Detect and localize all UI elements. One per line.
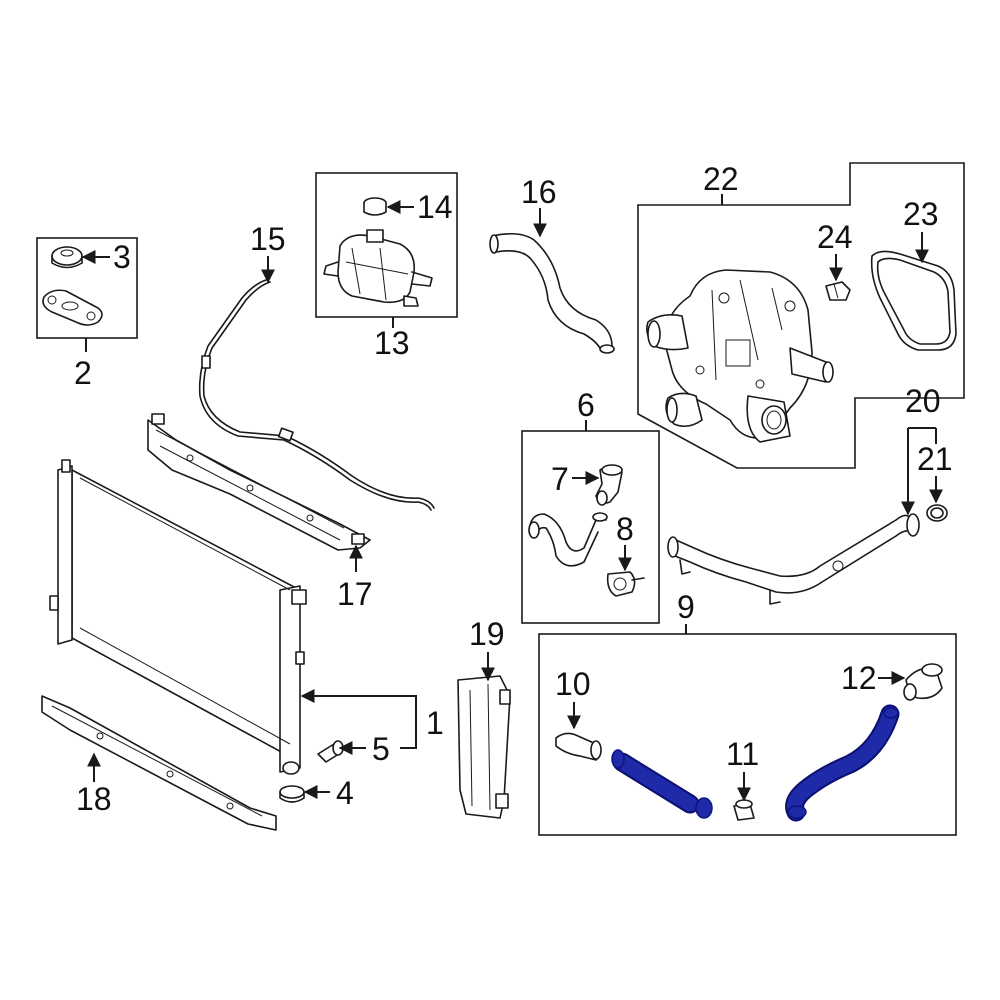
callout-10: 10 bbox=[555, 666, 591, 702]
hose-elbow-part-12 bbox=[903, 663, 943, 701]
callout-22: 22 bbox=[703, 161, 739, 197]
radiator-part-1 bbox=[49, 459, 307, 775]
callout-5: 5 bbox=[372, 731, 390, 767]
callout-19: 19 bbox=[469, 616, 505, 652]
grommet-part-3 bbox=[51, 246, 83, 269]
hose-elbow-part-7 bbox=[595, 464, 623, 506]
callout-23: 23 bbox=[903, 196, 939, 232]
expansion-tank-part-13 bbox=[323, 229, 433, 307]
callout-11: 11 bbox=[726, 736, 759, 772]
callout-1: 1 bbox=[426, 705, 444, 741]
leader-20 bbox=[908, 427, 936, 514]
callout-16: 16 bbox=[521, 174, 557, 210]
grommet-part-4 bbox=[279, 785, 305, 803]
upper-hose-part-16 bbox=[489, 232, 615, 354]
cap-part-14 bbox=[363, 197, 387, 216]
callout-18: 18 bbox=[76, 781, 112, 817]
o-ring-part-21 bbox=[926, 504, 948, 522]
drain-plug-part-5 bbox=[317, 740, 344, 763]
group-box-9 bbox=[538, 633, 957, 836]
clamp-part-8 bbox=[606, 571, 645, 597]
callout-17: 17 bbox=[337, 576, 373, 612]
callout-7: 7 bbox=[551, 461, 569, 497]
callout-12: 12 bbox=[841, 660, 877, 696]
lower-hose-part-9 bbox=[611, 749, 713, 819]
mount-bracket-part-2 bbox=[42, 289, 103, 326]
gasket-part-23 bbox=[870, 250, 957, 351]
callout-3: 3 bbox=[113, 239, 131, 275]
callout-20: 20 bbox=[905, 383, 941, 419]
coolant-hose-highlighted bbox=[785, 704, 900, 822]
group-box-22 bbox=[637, 162, 965, 469]
hose-fitting-part-10 bbox=[555, 732, 602, 761]
lower-deflector-part-18 bbox=[41, 695, 277, 831]
callout-6: 6 bbox=[577, 387, 595, 423]
overflow-hose-part-15 bbox=[198, 279, 435, 511]
hose-part-6 bbox=[528, 512, 608, 567]
thermostat-housing-part-22 bbox=[646, 269, 834, 443]
clip-part-24 bbox=[825, 281, 851, 301]
coolant-pipe-part-20 bbox=[667, 513, 920, 605]
callout-14: 14 bbox=[417, 189, 453, 225]
callout-24: 24 bbox=[817, 219, 853, 255]
leader-1 bbox=[302, 695, 417, 749]
callout-2: 2 bbox=[74, 355, 92, 391]
callout-4: 4 bbox=[336, 775, 354, 811]
callout-8: 8 bbox=[616, 511, 634, 547]
group-box-13 bbox=[315, 172, 458, 318]
callout-21: 21 bbox=[917, 441, 953, 477]
callout-9: 9 bbox=[677, 589, 695, 625]
group-box-6 bbox=[521, 430, 660, 624]
air-guide-part-19 bbox=[457, 675, 511, 819]
callout-13: 13 bbox=[374, 325, 410, 361]
connector-part-11 bbox=[733, 799, 755, 821]
callout-15: 15 bbox=[250, 221, 286, 257]
